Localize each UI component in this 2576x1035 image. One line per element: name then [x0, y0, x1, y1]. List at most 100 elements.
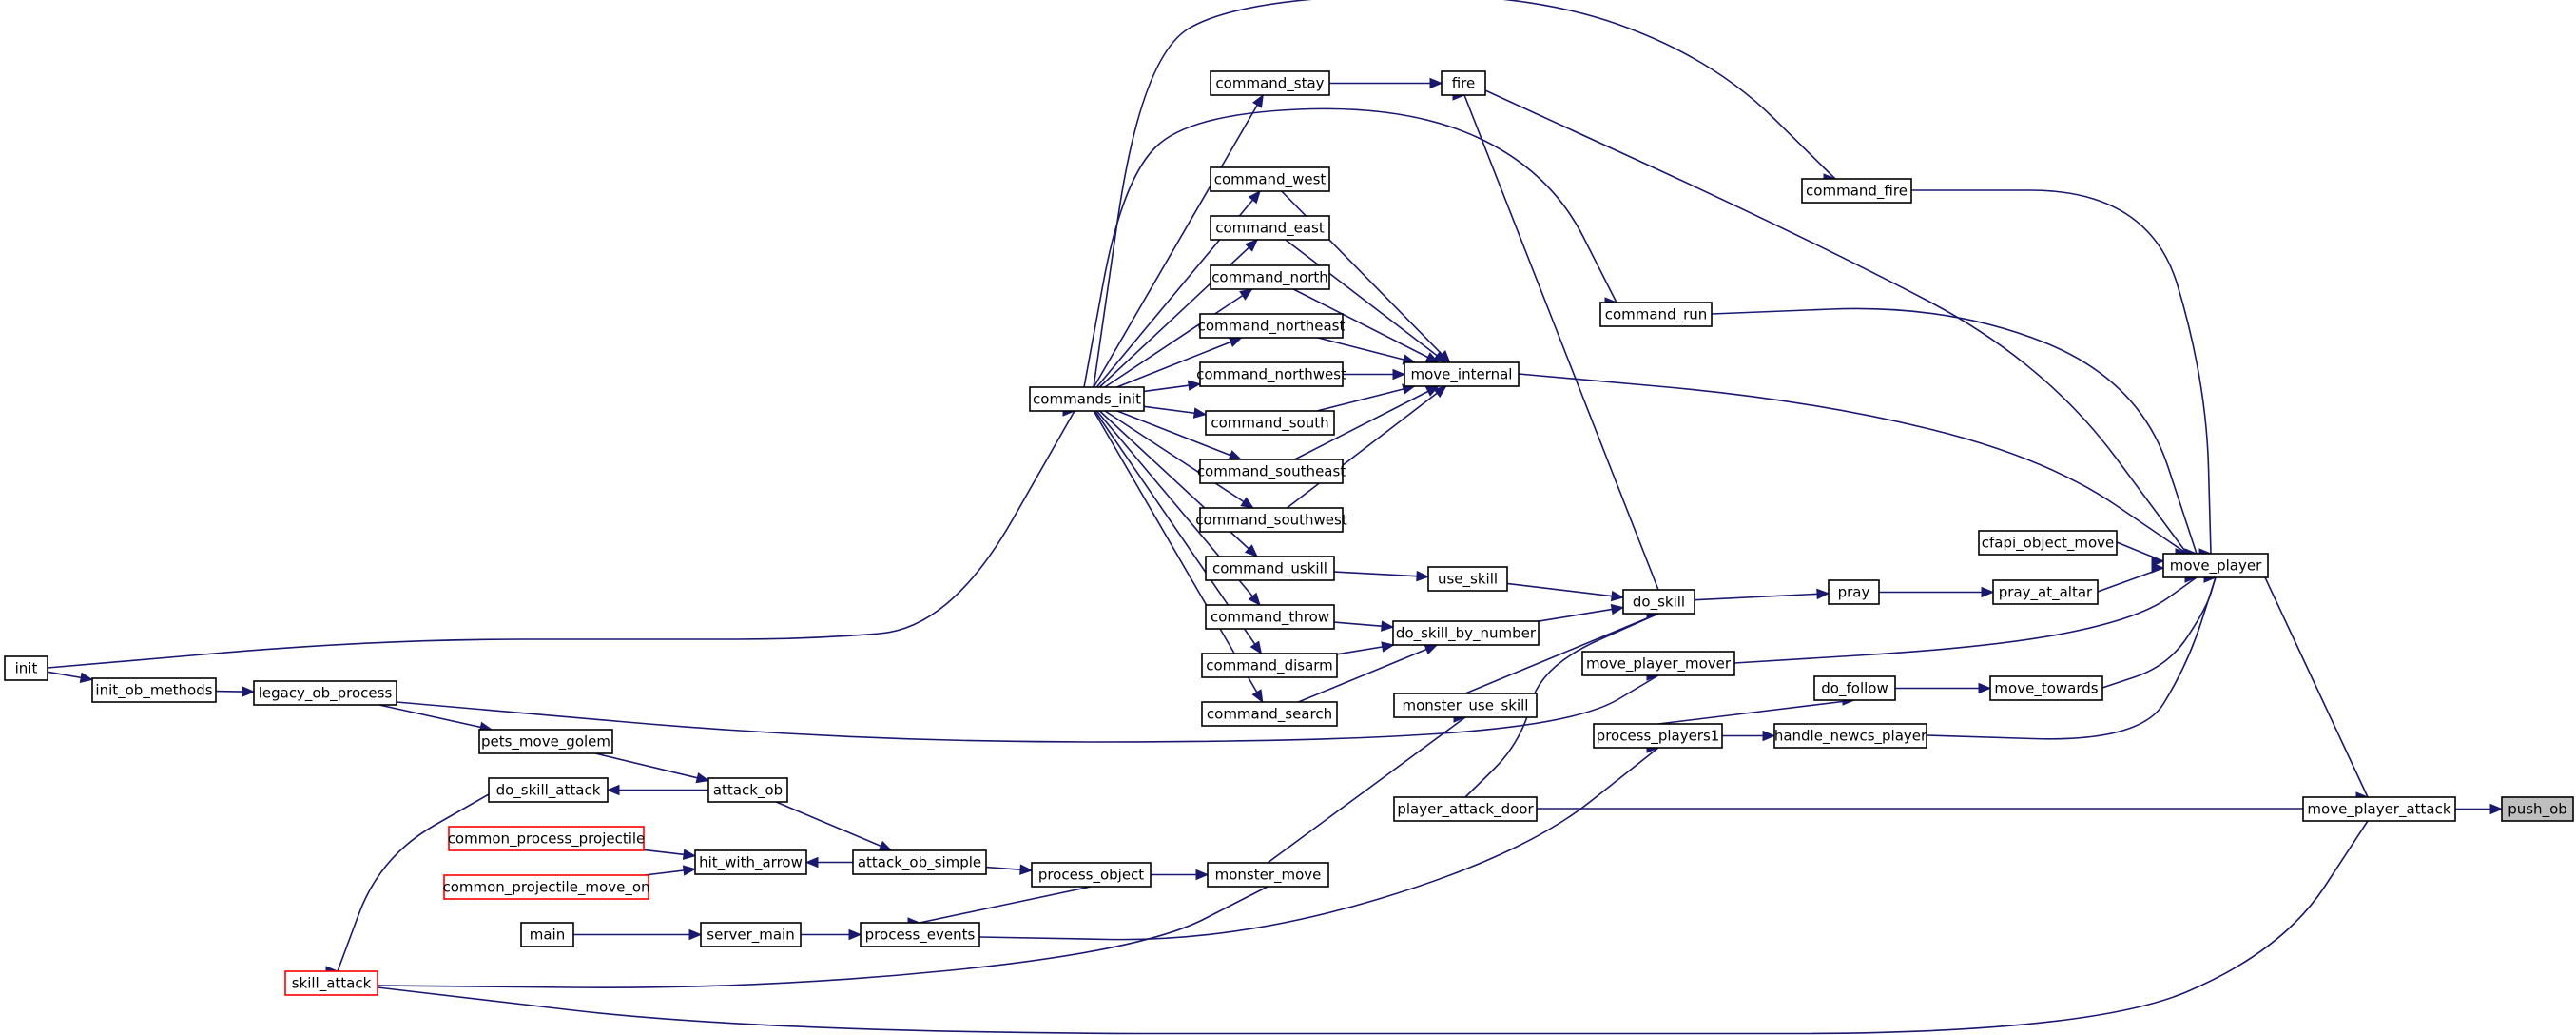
node-box-move_internal[interactable]: [1404, 361, 1520, 387]
node-box-command_southeast[interactable]: [1199, 459, 1344, 484]
node-monster_move[interactable]: monster_move: [1207, 862, 1329, 888]
node-box-do_follow[interactable]: [1813, 675, 1896, 701]
node-box-common_projectile_move_on[interactable]: [443, 874, 649, 900]
node-box-move_player_mover[interactable]: [1581, 651, 1735, 676]
node-box-command_run[interactable]: [1599, 302, 1713, 327]
node-box-server_main[interactable]: [700, 922, 802, 947]
node-box-use_skill[interactable]: [1427, 566, 1508, 592]
node-command_east[interactable]: command_east: [1210, 215, 1330, 241]
node-box-push_ob[interactable]: [2501, 796, 2574, 822]
node-box-command_uskill[interactable]: [1205, 556, 1335, 581]
node-main[interactable]: main: [520, 922, 574, 947]
node-box-command_west[interactable]: [1210, 166, 1330, 192]
node-command_southwest[interactable]: command_southwest: [1195, 507, 1347, 533]
node-box-player_attack_door[interactable]: [1393, 796, 1538, 822]
node-box-command_throw[interactable]: [1205, 604, 1335, 630]
node-attack_ob[interactable]: attack_ob: [707, 777, 788, 803]
node-box-move_towards[interactable]: [1989, 675, 2103, 701]
node-box-do_skill[interactable]: [1622, 589, 1695, 615]
node-box-command_northwest[interactable]: [1199, 361, 1344, 387]
node-box-process_players1[interactable]: [1593, 723, 1723, 749]
node-box-command_stay[interactable]: [1210, 70, 1330, 96]
node-command_northeast[interactable]: command_northeast: [1198, 313, 1346, 339]
node-process_object[interactable]: process_object: [1031, 862, 1152, 888]
node-command_northwest[interactable]: command_northwest: [1196, 361, 1346, 387]
node-box-command_north[interactable]: [1210, 264, 1330, 290]
node-box-do_skill_by_number[interactable]: [1392, 620, 1540, 646]
node-handle_newcs_player[interactable]: handle_newcs_player: [1773, 723, 1927, 749]
node-cfapi_object_move[interactable]: cfapi_object_move: [1978, 530, 2118, 556]
node-box-command_east[interactable]: [1210, 215, 1330, 241]
node-pets_move_golem[interactable]: pets_move_golem: [478, 729, 613, 754]
node-command_north[interactable]: command_north: [1210, 264, 1330, 290]
node-box-command_northeast[interactable]: [1199, 313, 1344, 339]
node-box-fire[interactable]: [1441, 70, 1486, 96]
node-do_skill_attack[interactable]: do_skill_attack: [488, 777, 609, 803]
node-common_projectile_move_on[interactable]: common_projectile_move_on: [442, 874, 650, 900]
node-command_search[interactable]: command_search: [1201, 701, 1338, 727]
node-box-do_skill_attack[interactable]: [488, 777, 609, 803]
node-box-command_disarm[interactable]: [1201, 653, 1338, 678]
node-command_southeast[interactable]: command_southeast: [1197, 459, 1346, 484]
node-move_internal[interactable]: move_internal: [1404, 361, 1520, 387]
node-push_ob[interactable]: push_ob: [2501, 796, 2574, 822]
node-box-init_ob_methods[interactable]: [91, 677, 217, 703]
node-process_events[interactable]: process_events: [860, 922, 980, 947]
node-do_skill[interactable]: do_skill: [1622, 589, 1695, 615]
node-server_main[interactable]: server_main: [700, 922, 802, 947]
node-do_skill_by_number[interactable]: do_skill_by_number: [1392, 620, 1540, 646]
node-fire[interactable]: fire: [1441, 70, 1486, 96]
node-command_uskill[interactable]: command_uskill: [1205, 556, 1335, 581]
node-attack_ob_simple[interactable]: attack_ob_simple: [852, 849, 987, 875]
node-command_run[interactable]: command_run: [1599, 302, 1713, 327]
node-box-move_player[interactable]: [2162, 553, 2269, 578]
node-move_player_mover[interactable]: move_player_mover: [1581, 651, 1735, 676]
node-command_throw[interactable]: command_throw: [1205, 604, 1335, 630]
node-common_process_projectile[interactable]: common_process_projectile: [448, 826, 646, 851]
node-box-handle_newcs_player[interactable]: [1773, 723, 1927, 749]
node-process_players1[interactable]: process_players1: [1593, 723, 1723, 749]
node-box-command_search[interactable]: [1201, 701, 1338, 727]
node-box-legacy_ob_process[interactable]: [253, 680, 397, 706]
node-pray[interactable]: pray: [1828, 579, 1880, 605]
node-box-skill_attack[interactable]: [284, 970, 378, 996]
node-box-monster_move[interactable]: [1207, 862, 1329, 888]
node-init[interactable]: init: [4, 655, 48, 681]
node-box-attack_ob_simple[interactable]: [852, 849, 987, 875]
node-box-pray[interactable]: [1828, 579, 1880, 605]
node-command_west[interactable]: command_west: [1210, 166, 1330, 192]
node-box-command_south[interactable]: [1205, 410, 1335, 436]
node-box-move_player_attack[interactable]: [2302, 796, 2456, 822]
node-box-commands_init[interactable]: [1029, 386, 1145, 412]
node-move_towards[interactable]: move_towards: [1989, 675, 2103, 701]
node-command_stay[interactable]: command_stay: [1210, 70, 1330, 96]
node-do_follow[interactable]: do_follow: [1813, 675, 1896, 701]
node-legacy_ob_process[interactable]: legacy_ob_process: [253, 680, 397, 706]
node-player_attack_door[interactable]: player_attack_door: [1393, 796, 1538, 822]
node-box-common_process_projectile[interactable]: [448, 826, 645, 851]
node-box-main[interactable]: [520, 922, 574, 947]
node-box-hit_with_arrow[interactable]: [694, 849, 807, 875]
node-move_player[interactable]: move_player: [2162, 553, 2269, 578]
node-command_fire[interactable]: command_fire: [1801, 178, 1912, 204]
node-box-pets_move_golem[interactable]: [478, 729, 613, 754]
node-command_disarm[interactable]: command_disarm: [1201, 653, 1338, 678]
node-box-init[interactable]: [4, 655, 48, 681]
node-box-pray_at_altar[interactable]: [1992, 579, 2099, 605]
node-monster_use_skill[interactable]: monster_use_skill: [1393, 693, 1538, 718]
node-box-monster_use_skill[interactable]: [1393, 693, 1538, 718]
node-command_south[interactable]: command_south: [1205, 410, 1335, 436]
node-pray_at_altar[interactable]: pray_at_altar: [1992, 579, 2099, 605]
node-skill_attack[interactable]: skill_attack: [284, 970, 378, 996]
node-hit_with_arrow[interactable]: hit_with_arrow: [694, 849, 807, 875]
node-box-attack_ob[interactable]: [707, 777, 788, 803]
node-commands_init[interactable]: commands_init: [1029, 386, 1145, 412]
node-use_skill[interactable]: use_skill: [1427, 566, 1508, 592]
node-box-command_southwest[interactable]: [1199, 507, 1344, 533]
node-box-process_object[interactable]: [1031, 862, 1152, 888]
node-box-process_events[interactable]: [860, 922, 980, 947]
node-box-cfapi_object_move[interactable]: [1978, 530, 2118, 556]
node-move_player_attack[interactable]: move_player_attack: [2302, 796, 2456, 822]
node-init_ob_methods[interactable]: init_ob_methods: [91, 677, 217, 703]
node-box-command_fire[interactable]: [1801, 178, 1912, 204]
